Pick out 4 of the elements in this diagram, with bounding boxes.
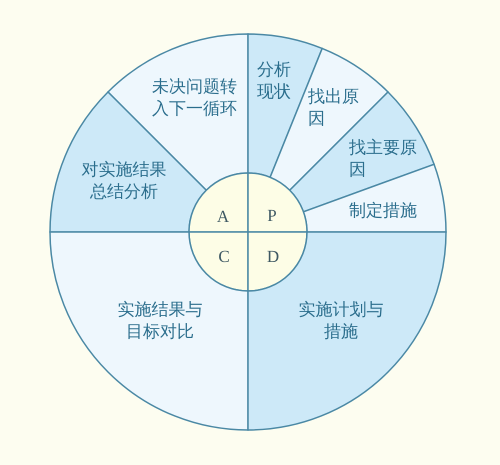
center-quadrant: P <box>247 172 308 233</box>
center-quadrant: D <box>247 231 308 292</box>
center-quadrant: A <box>188 172 249 233</box>
center-quadrant: C <box>188 231 249 292</box>
